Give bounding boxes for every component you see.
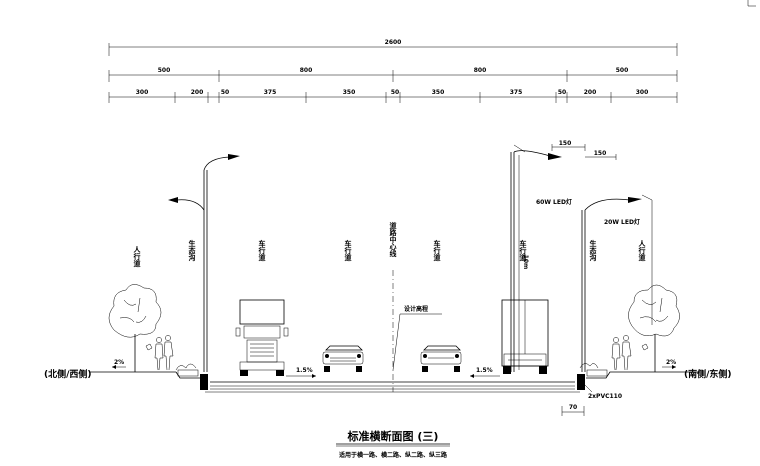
right-pedestrians-icon xyxy=(611,335,632,371)
road-surface xyxy=(90,369,700,393)
dim-lamp-offset-b: 150 xyxy=(594,150,607,157)
label-lane-3: 车行道 xyxy=(433,239,442,262)
lamp-height: 10m xyxy=(522,255,529,270)
right-drain xyxy=(586,369,608,377)
dim-total: 2600 xyxy=(385,39,402,46)
label-lane-4: 车行道 xyxy=(519,239,528,262)
dim-right-side: 500 xyxy=(616,67,629,74)
dim-left-side: 500 xyxy=(158,67,171,74)
design-elevation-marker: 设计高程 xyxy=(392,305,442,371)
label-left-sidewalk: 人行道 xyxy=(133,245,142,268)
right-tree-icon xyxy=(628,284,680,372)
lane-labels: 人行道 生态沟 车行道 车行道 道路中心线 车行道 车行道 生态沟 人行道 xyxy=(133,221,647,268)
dimension-row-details: 300 200 50 375 350 50 350 375 50 200 300 xyxy=(108,89,678,103)
slope-right-road: 1.5% xyxy=(476,367,493,374)
lamp-head-icon xyxy=(168,197,178,203)
right-car-icon xyxy=(420,345,462,372)
right-street-lamp: 150 150 10m 60W LED灯 xyxy=(510,140,617,372)
dim-d4: 375 xyxy=(264,89,277,96)
lamp-head-icon xyxy=(628,197,642,203)
label-right-sidewalk: 人行道 xyxy=(638,239,647,262)
right-truck-icon xyxy=(501,299,549,374)
dim-d1: 300 xyxy=(136,89,149,96)
dim-d10: 200 xyxy=(584,89,597,96)
lamp-20w-label: 20W LED灯 xyxy=(604,218,640,226)
dim-d3: 50 xyxy=(221,89,229,96)
left-shrub-icon xyxy=(175,363,197,371)
dim-right-carriage: 800 xyxy=(474,67,487,74)
right-curb xyxy=(577,374,585,390)
design-elevation-label: 设计高程 xyxy=(404,305,428,313)
dimension-row-sections: 500 800 800 500 xyxy=(108,67,678,82)
dim-d7: 350 xyxy=(432,89,445,96)
left-tree-icon xyxy=(108,284,162,372)
slope-left-walk: 2% xyxy=(114,359,124,366)
slope-left-road: 1.5% xyxy=(296,367,313,374)
label-right-green: 生态沟 xyxy=(589,239,597,262)
dim-d9: 50 xyxy=(558,89,566,96)
dim-d8: 375 xyxy=(510,89,523,96)
left-car-icon xyxy=(322,345,364,372)
slope-annotations: 2% 1.5% 1.5% 2% xyxy=(112,359,676,378)
lamp-head-icon xyxy=(228,154,240,160)
right-shrub-icon xyxy=(579,363,599,369)
right-side-label: (南侧/东侧) xyxy=(684,368,732,380)
dim-lamp-offset-a: 150 xyxy=(559,140,572,147)
left-drain xyxy=(177,369,199,377)
small-plant-icon xyxy=(145,343,649,351)
left-curb xyxy=(200,374,208,390)
curb-width-label: 70 xyxy=(569,404,577,411)
sheet-corner-mark xyxy=(747,0,756,7)
label-centerline: 道路中心线 xyxy=(389,221,398,258)
dim-d6: 50 xyxy=(391,89,399,96)
pipe-annotation: 2xPVC110 70 xyxy=(561,381,622,416)
dim-left-carriage: 800 xyxy=(300,67,313,74)
left-street-lamp xyxy=(168,154,240,372)
drawing-subtitle: 适用于横一路、横二路、纵二路、纵三路 xyxy=(339,451,448,459)
label-lane-2: 车行道 xyxy=(344,239,353,262)
label-lane-1: 车行道 xyxy=(258,239,267,262)
dim-d11: 300 xyxy=(636,89,649,96)
lamp-head-icon xyxy=(548,153,562,160)
drawing-title: 标准横断面图 (三) xyxy=(347,429,439,443)
left-side-label: (北侧/西侧) xyxy=(44,368,92,380)
dim-d5: 350 xyxy=(343,89,356,96)
right-secondary-lamp: 20W LED灯 xyxy=(581,194,653,372)
dimension-row-total: 2600 xyxy=(108,39,678,56)
left-pedestrians-icon xyxy=(154,335,174,371)
pipe-label: 2xPVC110 xyxy=(588,393,622,400)
dim-d2: 200 xyxy=(191,89,204,96)
left-truck-icon xyxy=(235,299,289,376)
label-left-green: 生态沟 xyxy=(188,239,196,262)
lamp-60w-label: 60W LED灯 xyxy=(536,198,572,206)
slope-right-walk: 2% xyxy=(666,359,676,366)
drawing-title-block: 标准横断面图 (三) 适用于横一路、横二路、纵二路、纵三路 xyxy=(336,429,450,459)
